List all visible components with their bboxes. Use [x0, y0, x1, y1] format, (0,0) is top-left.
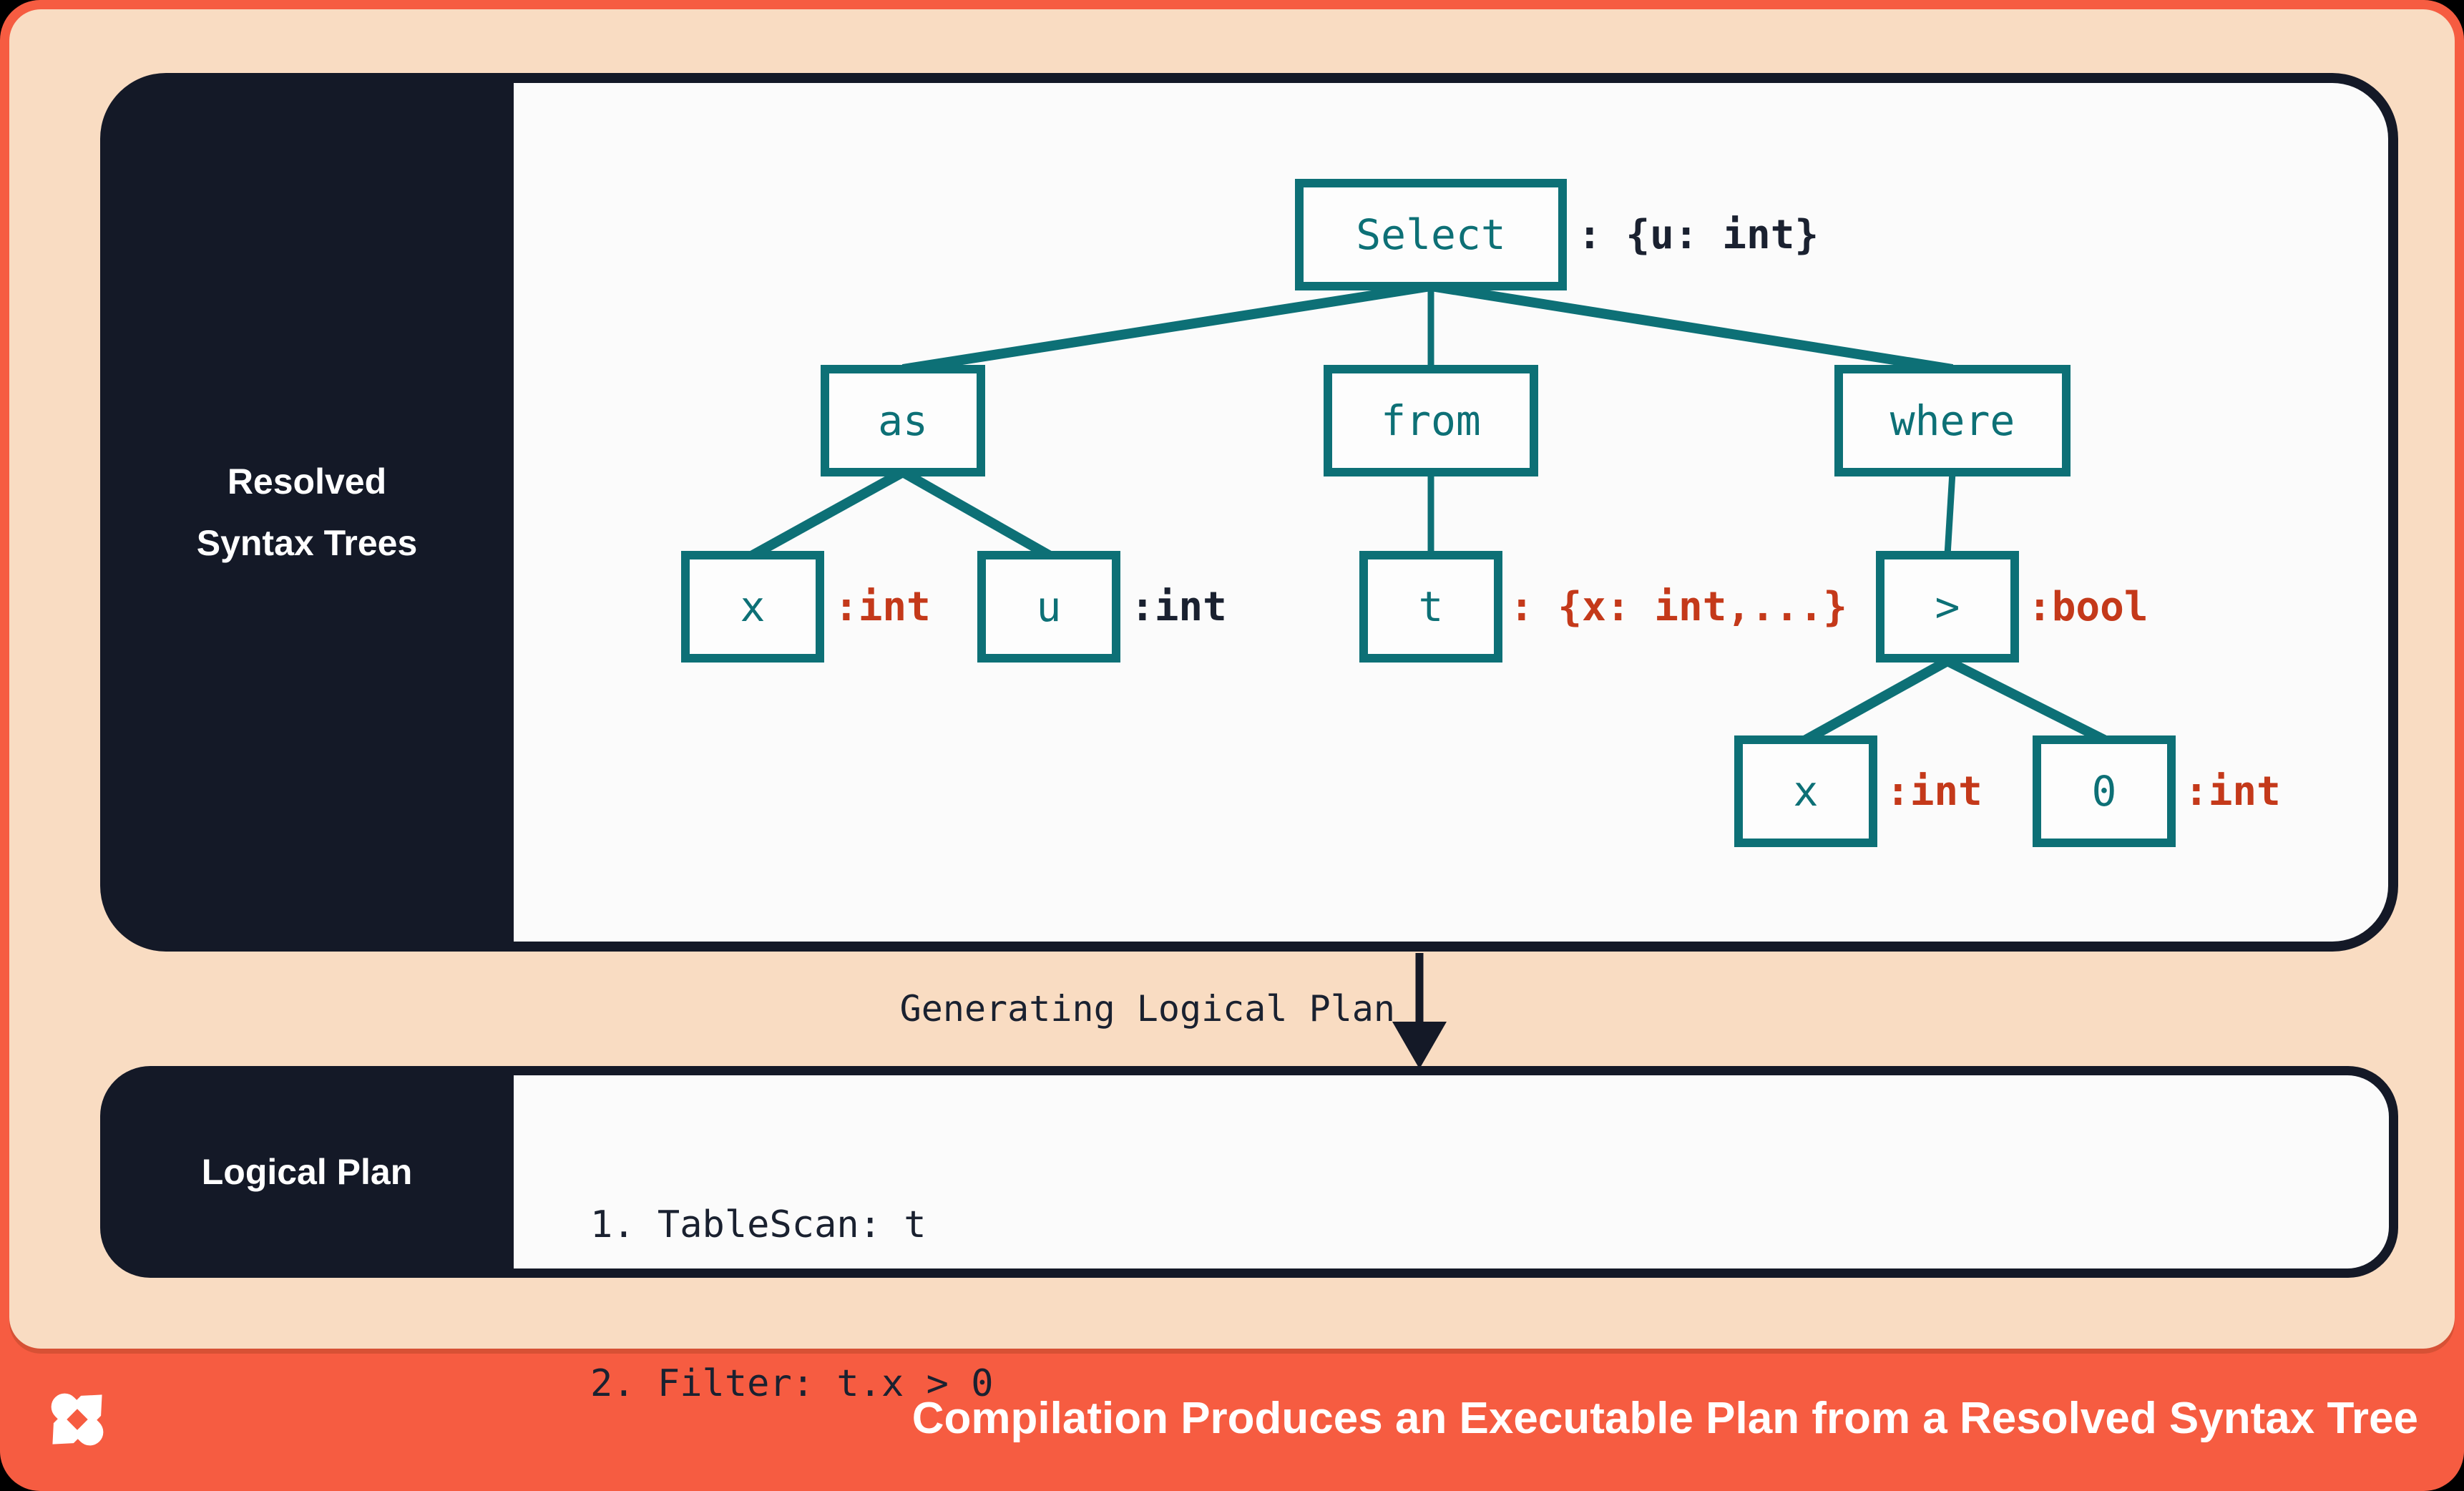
generating-logical-plan-label: Generating Logical Plan — [899, 988, 1395, 1030]
label-line: Logical Plan — [201, 1152, 413, 1192]
node-x-as-child: x — [681, 551, 824, 663]
node-zero-label: 0 — [2091, 767, 2117, 816]
node-from: from — [1324, 365, 1538, 476]
node-u-label: u — [1036, 582, 1062, 631]
node-as: as — [821, 365, 985, 476]
node-select-label: Select — [1356, 210, 1506, 259]
resolved-syntax-trees-label: Resolved Syntax Trees — [100, 73, 514, 952]
annotation-x-operand-type: :int — [1886, 768, 1983, 815]
logical-plan-steps: 1. TableScan: t 2. Filter: t.x > 0 3. Pr… — [590, 1092, 1105, 1491]
node-t-label: t — [1418, 582, 1444, 631]
footer-bar: Compilation Produces an Executable Plan … — [0, 1345, 2464, 1491]
logical-plan-panel: 1. TableScan: t 2. Filter: t.x > 0 3. Pr… — [100, 1066, 2398, 1405]
node-greater-than: > — [1876, 551, 2019, 663]
footer-title: Compilation Produces an Executable Plan … — [911, 1393, 2418, 1443]
node-x-label: x — [740, 582, 766, 631]
logical-plan-label: Logical Plan — [100, 1066, 514, 1278]
node-x-operand-label: x — [1793, 767, 1819, 816]
annotation-zero-type: :int — [2184, 768, 2281, 815]
plan-step: 2. Filter: t.x > 0 — [590, 1362, 994, 1405]
plan-step: 1. TableScan: t — [590, 1203, 927, 1246]
node-from-label: from — [1381, 396, 1481, 445]
pinwheel-x-logo-icon — [51, 1393, 104, 1446]
node-x-operand: x — [1734, 735, 1877, 847]
annotation-x-type: :int — [834, 583, 931, 630]
node-u: u — [977, 551, 1120, 663]
node-greater-than-label: > — [1935, 582, 1960, 631]
annotation-greater-than-type: :bool — [2028, 583, 2148, 630]
node-t: t — [1359, 551, 1502, 663]
node-where-label: where — [1889, 396, 2015, 445]
node-as-label: as — [878, 396, 928, 445]
label-line: Syntax Trees — [196, 523, 418, 563]
logical-plan-area: 1. TableScan: t 2. Filter: t.x > 0 3. Pr… — [514, 1075, 2389, 1405]
label-line: Resolved — [227, 461, 387, 502]
annotation-t-type: : {x: int,...} — [1510, 583, 1848, 630]
annotation-select-type: : {u: int} — [1578, 211, 1819, 258]
annotation-u-type: :int — [1130, 583, 1227, 630]
node-where: where — [1834, 365, 2071, 476]
node-zero: 0 — [2033, 735, 2176, 847]
node-select: Select — [1295, 179, 1567, 290]
